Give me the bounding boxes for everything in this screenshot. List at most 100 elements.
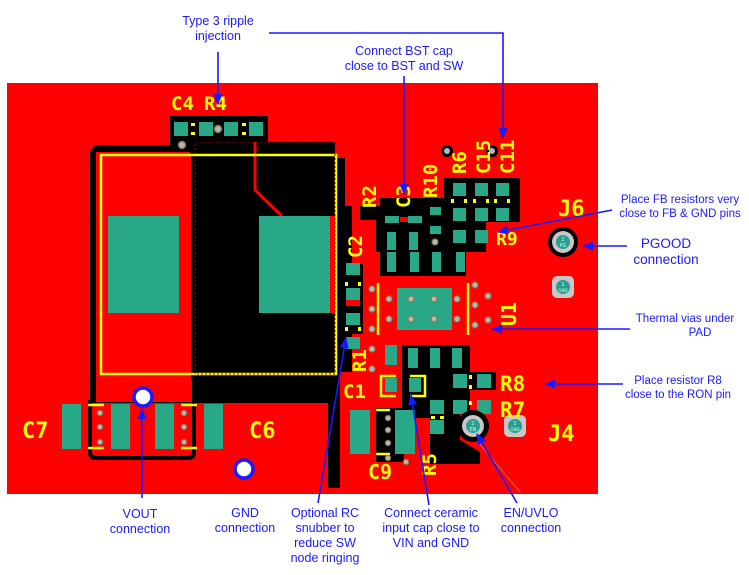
callout-pgood: PGOOD connection bbox=[628, 236, 704, 268]
vout-testpoint bbox=[132, 386, 154, 408]
r4-pad-1 bbox=[224, 122, 238, 136]
callout-gnd: GND connection bbox=[209, 506, 281, 536]
callout-bst-line1: Connect BST cap bbox=[355, 44, 453, 58]
r7-pad-2 bbox=[477, 400, 491, 414]
c2-pad bbox=[346, 263, 360, 275]
callout-ripple: Type 3 ripple injection bbox=[166, 14, 270, 44]
label-r10: R10 bbox=[420, 164, 442, 198]
arrow-c11 bbox=[269, 32, 508, 140]
callout-thermal-line1: Thermal vias under bbox=[635, 313, 735, 325]
label-j4: J4 bbox=[548, 422, 575, 447]
label-c9: C9 bbox=[368, 460, 392, 484]
label-c15: C15 bbox=[473, 140, 495, 174]
callout-bst-line2: close to BST and SW bbox=[344, 59, 464, 73]
callout-pgood-line1: PGOOD bbox=[640, 236, 692, 251]
label-r6: R6 bbox=[449, 151, 471, 174]
c9-pad-2 bbox=[395, 410, 415, 454]
r8-pad-1 bbox=[453, 374, 467, 388]
callout-bst: Connect BST cap close to BST and SW bbox=[329, 44, 479, 74]
callout-cin: Connect ceramic input cap close to VIN a… bbox=[376, 506, 486, 551]
callout-thermal-line2: PAD bbox=[688, 327, 712, 339]
label-r2: R2 bbox=[359, 185, 381, 208]
callout-vout: VOUT connection bbox=[100, 507, 180, 537]
callout-snubber-line3: reduce SW bbox=[294, 536, 356, 550]
callout-snubber-line1: Optional RC bbox=[290, 506, 360, 520]
label-c7: C7 bbox=[22, 419, 49, 444]
j6-pin1-number: 1 bbox=[561, 282, 564, 288]
c11-pad-1 bbox=[496, 183, 509, 196]
c7-pad-1 bbox=[62, 404, 81, 449]
label-r7: R7 bbox=[500, 398, 525, 422]
callout-snubber-line4: node ringing bbox=[290, 551, 360, 565]
callout-fb-line2: close to FB & GND pins bbox=[619, 208, 741, 220]
label-c6: C6 bbox=[249, 419, 276, 444]
r1-pad-2 bbox=[346, 313, 360, 325]
u1-thermal-pad bbox=[397, 288, 452, 330]
c6-pad-2 bbox=[204, 404, 223, 449]
arrow-fb bbox=[496, 209, 613, 235]
c4-pad-1 bbox=[174, 122, 188, 136]
r6-pad-2 bbox=[453, 208, 466, 221]
callout-r8-line2: close to the RON pin bbox=[624, 389, 732, 401]
label-r8: R8 bbox=[500, 372, 525, 396]
callout-gnd-line1: GND bbox=[231, 506, 259, 520]
r4-pad-2 bbox=[249, 122, 263, 136]
label-c4: C4 bbox=[171, 93, 194, 115]
r9-pad-2 bbox=[475, 230, 488, 243]
j6-pin2-name: PG bbox=[560, 243, 567, 249]
c4-pad-2 bbox=[199, 122, 213, 136]
callout-en: EN/UVLO connection bbox=[492, 506, 570, 536]
j4-pin1-number: 1 bbox=[513, 421, 516, 427]
callout-cin-line3: VIN and GND bbox=[392, 536, 470, 550]
j6-pin2-number: 2 bbox=[561, 237, 564, 243]
callout-ripple-line2: injection bbox=[195, 29, 241, 43]
label-c1: C1 bbox=[343, 381, 366, 403]
arrow-snubber bbox=[317, 336, 349, 504]
label-c11: C11 bbox=[497, 140, 519, 174]
callout-pgood-line2: connection bbox=[633, 252, 699, 267]
label-c2: C2 bbox=[345, 235, 367, 258]
inductor-pad-right bbox=[259, 216, 330, 313]
callout-fb-line1: Place FB resistors very bbox=[620, 194, 740, 206]
callout-vout-line1: VOUT bbox=[122, 507, 158, 521]
gnd-testpoint bbox=[233, 458, 255, 480]
label-r5: R5 bbox=[419, 453, 441, 476]
callout-vout-line2: connection bbox=[109, 522, 171, 536]
callout-r8: Place resistor R8 close to the RON pin bbox=[622, 374, 734, 402]
r1-pad-1 bbox=[346, 288, 360, 300]
callout-cin-line1: Connect ceramic bbox=[384, 506, 478, 520]
c9-pad-1 bbox=[350, 410, 370, 454]
r7-pad-1 bbox=[453, 400, 467, 414]
label-c3: C3 bbox=[393, 185, 415, 208]
j6-pin1-name: GND bbox=[558, 288, 567, 293]
callout-en-line2: connection bbox=[500, 521, 562, 535]
callout-cin-line2: input cap close to bbox=[382, 521, 480, 535]
callout-r8-line1: Place resistor R8 bbox=[634, 375, 722, 387]
label-u1: U1 bbox=[497, 302, 521, 326]
r9-pad-1 bbox=[453, 230, 466, 243]
c11-pad-2 bbox=[496, 208, 509, 221]
arrow-en bbox=[476, 433, 518, 504]
c1-pad bbox=[346, 337, 360, 349]
j4-pin2-name: EN bbox=[470, 427, 477, 433]
j4-pin1-name: GND bbox=[510, 427, 519, 432]
callout-snubber: Optional RC snubber to reduce SW node ri… bbox=[285, 506, 365, 566]
callout-thermal: Thermal vias under PAD bbox=[630, 312, 740, 340]
label-r4: R4 bbox=[204, 93, 227, 115]
callout-ripple-line1: Type 3 ripple bbox=[182, 14, 254, 28]
r2-c3-pad-2 bbox=[408, 216, 422, 223]
r8-pad-2 bbox=[477, 374, 491, 388]
c6-pad-1 bbox=[155, 404, 174, 449]
inductor-pad-left bbox=[108, 216, 179, 313]
thermal-vias bbox=[368, 281, 492, 373]
c15-pad-1 bbox=[475, 183, 488, 196]
c7-pad-2 bbox=[111, 404, 130, 449]
callout-fb: Place FB resistors very close to FB & GN… bbox=[612, 193, 748, 221]
callout-en-line1: EN/UVLO bbox=[503, 506, 559, 520]
c15-pad-2 bbox=[475, 208, 488, 221]
arrow-cin bbox=[408, 393, 430, 506]
label-r1: R1 bbox=[349, 349, 371, 372]
j4-pin2-number: 2 bbox=[471, 421, 474, 427]
